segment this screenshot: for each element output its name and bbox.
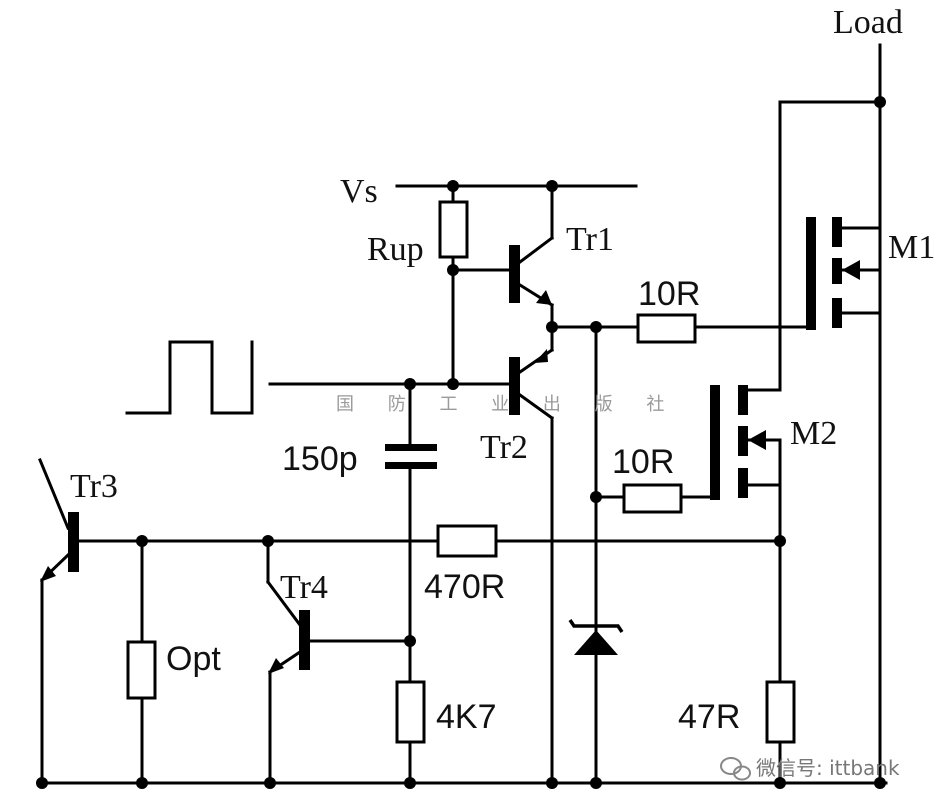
label-r470: 470R (424, 568, 505, 606)
label-tr4: Tr4 (280, 569, 328, 606)
label-opt: Opt (166, 640, 221, 678)
junction-ground-zener (590, 777, 602, 789)
r470-resistor (436, 524, 498, 558)
tr3-base-bar (68, 512, 79, 572)
label-c150p: 150p (282, 440, 358, 478)
junction-ground-load (874, 777, 886, 789)
wechat-icon (720, 757, 751, 781)
input-square-wave (125, 340, 254, 415)
junction-load (874, 96, 886, 108)
junction-ground-4k7 (404, 777, 416, 789)
tr2-emitter-arrow (534, 349, 548, 363)
r4k7-resistor (395, 680, 426, 744)
junction-ground-tr3 (36, 777, 48, 789)
tr4-collector (265, 579, 303, 628)
r10-m2-resistor (622, 483, 683, 514)
r47-resistor (765, 680, 796, 744)
label-load: Load (833, 4, 903, 41)
junction-sense-47r (774, 535, 786, 547)
tr1-collector (517, 235, 555, 265)
junction-ground-opt (136, 777, 148, 789)
m1-body-seg (832, 258, 842, 284)
junction-ground-47r (774, 777, 786, 789)
junction-input-rup (447, 378, 459, 390)
label-tr2: Tr2 (480, 429, 528, 466)
tr2-base-bar (509, 357, 520, 415)
publisher-watermark: 国 防 工 业 出 版 社 (336, 394, 678, 415)
zener-triangle (574, 630, 618, 655)
tr1-base-bar (509, 245, 520, 303)
tr3-emitter-arrow (40, 566, 56, 582)
m1-drain-seg (832, 217, 842, 247)
label-m2: M2 (790, 415, 837, 452)
label-vs: Vs (340, 173, 378, 210)
m2-source-seg (738, 468, 748, 498)
zener-bar (568, 619, 624, 633)
cap-plate-bottom (385, 462, 437, 469)
label-m1: M1 (888, 229, 935, 266)
tr1-emitter-arrow (536, 290, 552, 305)
label-tr3: Tr3 (70, 468, 118, 505)
tr4-emitter-arrow (268, 658, 284, 674)
opt-resistor (126, 640, 157, 700)
label-r4k7: 4K7 (436, 698, 497, 736)
wechat-watermark: 微信号: ittbank (756, 756, 900, 780)
cap-plate-top (385, 444, 437, 451)
label-r10-m2: 10R (612, 443, 674, 481)
r10-m1-resistor (636, 313, 697, 344)
rup-resistor (438, 200, 469, 259)
m2-body-seg (738, 426, 748, 456)
label-r10-m1: 10R (638, 275, 700, 313)
label-rup: Rup (367, 231, 424, 268)
junction-ground-tr2 (546, 777, 558, 789)
tr3-collector (38, 458, 70, 530)
tr4-base-bar (299, 610, 310, 670)
label-r47: 47R (678, 698, 740, 736)
m2-gate-bar (710, 385, 720, 500)
m2-drain-seg (738, 385, 748, 415)
m1-gate-bar (806, 217, 816, 330)
junction-ground-tr4 (264, 777, 276, 789)
m1-source-seg (832, 298, 842, 328)
m2-body-arrow (748, 430, 766, 450)
tr2-collector (517, 392, 555, 421)
m1-body-arrow (842, 260, 860, 280)
label-tr1: Tr1 (566, 221, 614, 258)
